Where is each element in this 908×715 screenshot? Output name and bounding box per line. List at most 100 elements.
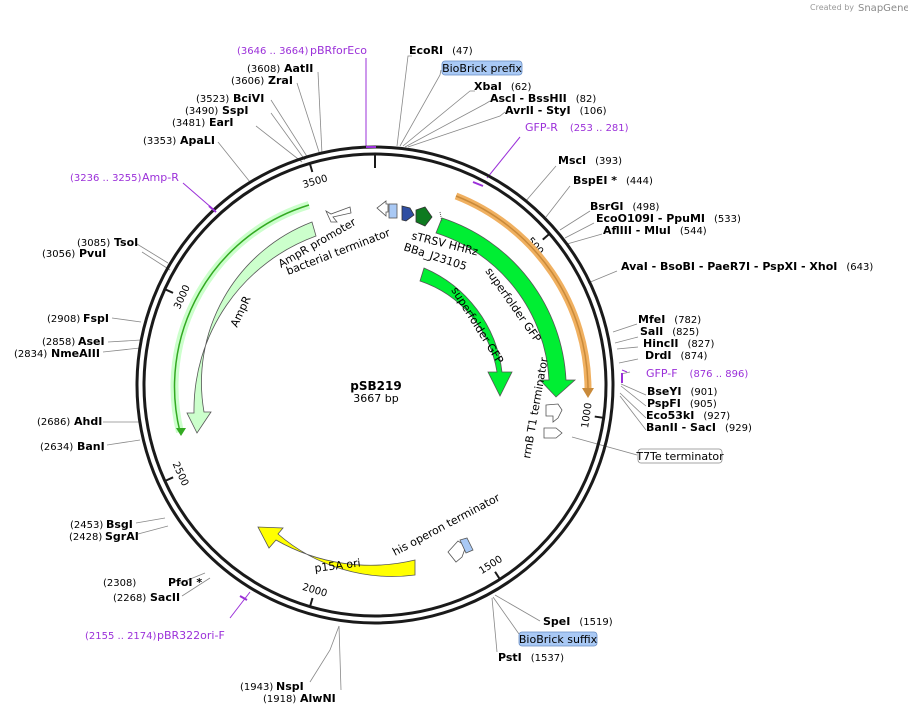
site-name: AscI - BssHII xyxy=(490,92,567,105)
site-position: (62) xyxy=(511,82,532,93)
tick-2000 xyxy=(309,597,314,606)
site-position: (901) xyxy=(690,387,717,398)
site-tsoi: (3085)TsoI xyxy=(77,236,138,249)
site-bspei: BspEI *(444) xyxy=(573,174,653,187)
primer-leaders xyxy=(182,58,628,619)
site-asci-bsshii: AscI - BssHII(82) xyxy=(490,92,596,105)
tick-3500 xyxy=(309,164,314,173)
site-asei: (2858)AseI xyxy=(42,335,105,348)
site-position: (3353) xyxy=(143,136,176,147)
site-name: EcoRI xyxy=(409,44,443,57)
primer-gfp-f: GFP-F(876 .. 896) xyxy=(646,367,748,380)
leader-lines xyxy=(102,55,647,691)
rbs-block xyxy=(401,205,415,222)
plasmid-name: pSB219 xyxy=(350,379,401,393)
site-name: SgrAI xyxy=(105,530,139,543)
site-position: (825) xyxy=(672,327,699,338)
site-position: (927) xyxy=(703,411,730,422)
site-position: (533) xyxy=(714,214,741,225)
site-position: (782) xyxy=(674,315,701,326)
site-sspi: (3490)SspI xyxy=(185,104,248,117)
rrnb-arrow-2 xyxy=(543,427,563,439)
site-spei: SpeI(1519) xyxy=(543,615,613,628)
site-name: DrdI xyxy=(645,349,672,362)
site-name: AatII xyxy=(284,62,313,75)
site-name: TsoI xyxy=(114,236,138,249)
site-position: (3481) xyxy=(172,118,205,129)
site-bsrgi: BsrGI(498) xyxy=(590,200,659,213)
ampr-label: AmpR xyxy=(228,294,254,330)
site-name: BanI xyxy=(77,440,105,453)
ampr-promoter-arrow xyxy=(325,206,352,223)
primer-name: GFP-R xyxy=(525,121,558,134)
site-name: NmeAIII xyxy=(51,347,100,360)
site-name: SalI xyxy=(640,325,663,338)
site-name: MscI xyxy=(558,154,586,167)
site-bsgi: (2453)BsgI xyxy=(70,518,133,531)
site-msci: MscI (393) xyxy=(558,154,622,167)
site-fspi: (2908)FspI xyxy=(47,312,109,325)
site-position: (3606) xyxy=(231,76,264,87)
site-name: PvuI xyxy=(79,247,106,260)
biobrick-prefix-label: BioBrick prefix xyxy=(442,62,522,75)
his-terminator-arrow xyxy=(447,540,467,563)
restriction-site-labels: EcoRI(47)XbaI(62)AscI - BssHII(82)AvrII … xyxy=(14,44,873,705)
site-pfoi: (2308)PfoI * xyxy=(103,576,202,589)
site-position: (3490) xyxy=(185,106,218,117)
sfgfp-inner-feature xyxy=(419,267,513,397)
site-position: (827) xyxy=(688,339,715,350)
site-sali: SalI (825) xyxy=(640,325,699,338)
site-name: EarI xyxy=(209,116,233,129)
site-position: (2634) xyxy=(40,442,73,453)
site-name: AvrII - StyI xyxy=(505,104,571,117)
site-position: (2453) xyxy=(70,520,103,531)
site-drdi: DrdI(874) xyxy=(645,349,708,362)
site-name: ZraI xyxy=(268,74,293,87)
site-name: BsrGI xyxy=(590,200,623,213)
primer-gfp-r: GFP-R(253 .. 281) xyxy=(525,121,629,134)
tick-3000 xyxy=(165,288,174,294)
site-ecori: EcoRI(47) xyxy=(409,44,473,57)
primer-name: pBRforEco xyxy=(310,44,367,57)
site-name: PstI xyxy=(498,651,522,664)
tick-label-1500: 1500 xyxy=(477,554,504,577)
site-position: (393) xyxy=(595,156,622,167)
site-name: AseI xyxy=(78,335,105,348)
site-position: (2858) xyxy=(42,337,75,348)
site-zrai: (3606) ZraI xyxy=(231,74,293,87)
site-ahdi: (2686)AhdI xyxy=(37,415,102,428)
site-position: (2308) xyxy=(103,578,136,589)
p15a-ori-feature xyxy=(257,526,416,577)
site-bseyi: BseYI (901) xyxy=(647,385,717,398)
site-apali: (3353)ApaLI xyxy=(143,134,215,147)
site-name: AlwNI xyxy=(300,692,336,705)
gfp-orf-arrowhead xyxy=(582,388,594,398)
site-name: AhdI xyxy=(74,415,102,428)
site-pvui: (3056)PvuI xyxy=(42,247,106,260)
site-position: (643) xyxy=(846,262,873,273)
tick-1500 xyxy=(494,571,501,580)
tick-label-2000: 2000 xyxy=(301,582,329,600)
primer-amp-r: (3236 .. 3255)Amp-R xyxy=(70,171,179,184)
site-hincii: HincII(827) xyxy=(643,337,715,350)
tick-label-2500: 2500 xyxy=(170,460,191,488)
site-afliii-mlui: AflIII - MluI (544) xyxy=(603,224,707,237)
p15a-label: p15A ori xyxy=(314,556,362,575)
site-position: (3523) xyxy=(196,94,229,105)
created-by-text: Created by xyxy=(810,3,854,12)
biobrick-prefix-tag: BioBrick prefix xyxy=(441,60,522,76)
site-name: Eco53kI xyxy=(646,409,694,422)
site-name: BseYI xyxy=(647,385,681,398)
site-nmeaiii: (2834)NmeAIII xyxy=(14,347,100,360)
site-position: (1918) xyxy=(263,694,296,705)
site-position: (544) xyxy=(680,226,707,237)
site-name: EcoO109I - PpuMI xyxy=(596,212,705,225)
site-eco53ki: Eco53kI (927) xyxy=(646,409,730,422)
his-label: his operon terminator xyxy=(390,491,502,559)
primer-bars xyxy=(208,146,623,601)
site-name: AflIII - MluI xyxy=(603,224,671,237)
site-name: FspI xyxy=(83,312,109,325)
site-position: (444) xyxy=(626,176,653,187)
plasmid-length: 3667 bp xyxy=(353,392,398,405)
